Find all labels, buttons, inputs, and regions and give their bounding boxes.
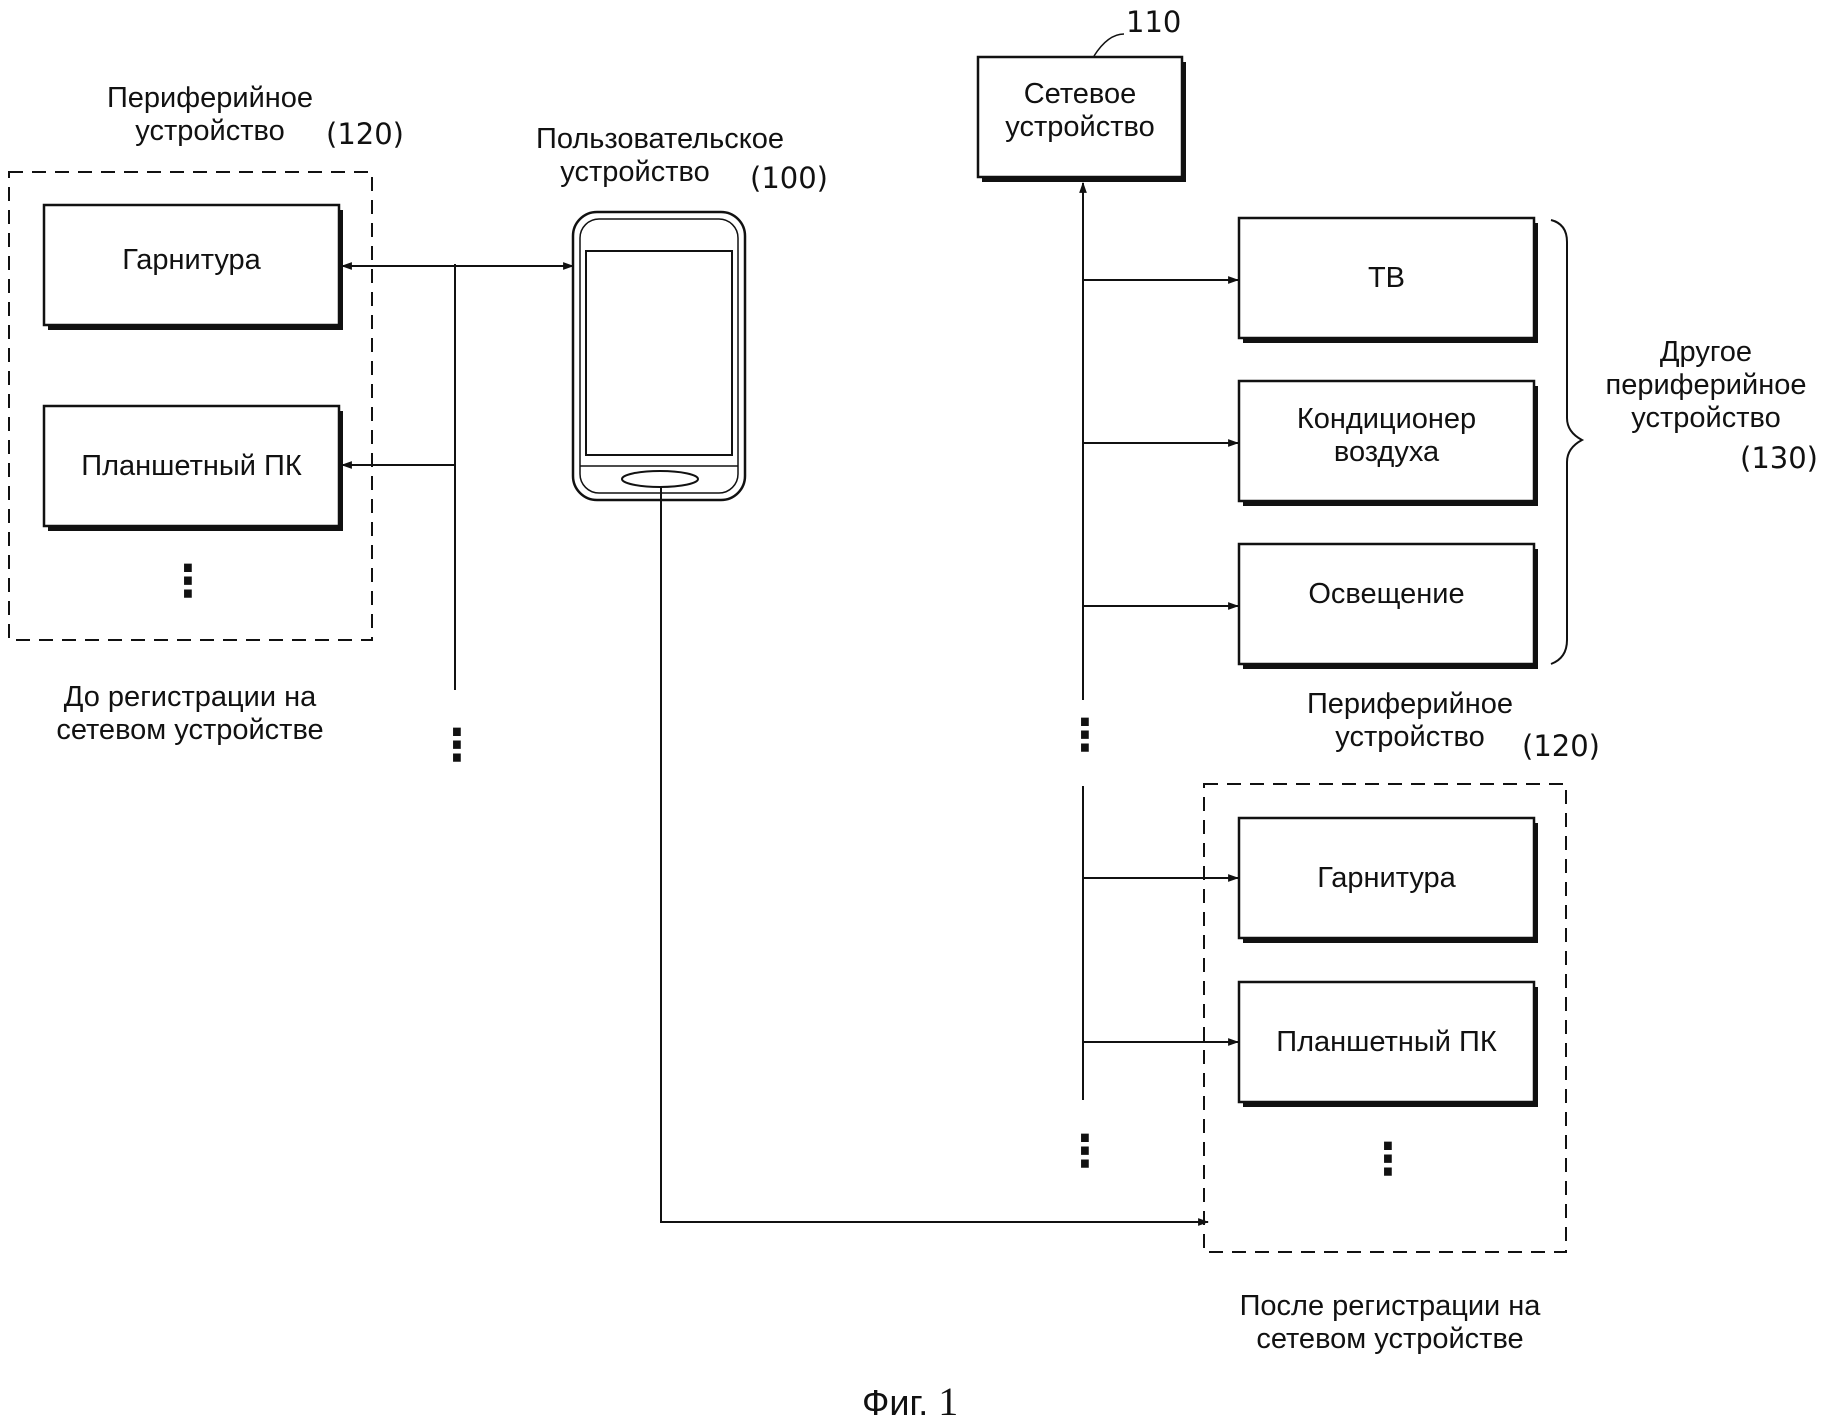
other-group-label-line-3: устройство (1631, 402, 1781, 434)
after-group-ellipsis: ⋮ (1366, 1135, 1410, 1184)
after-tablet-box-frame (1237, 980, 1536, 1104)
network-bus-continuation-lower: ⋮ (1063, 1127, 1107, 1176)
after-headset-box: Гарнитура (1239, 818, 1534, 938)
lighting-label: Освещение (1308, 577, 1465, 610)
network-device-box-frame (976, 55, 1184, 179)
aircon-label-line-2: воздуха (1333, 436, 1440, 468)
tv-label: ТВ (1367, 261, 1406, 294)
after-tablet-box: Планшетный ПК (1239, 982, 1534, 1102)
other-peripherals-brace (1550, 219, 1585, 665)
after-tablet-label: Планшетный ПК (1276, 1025, 1497, 1058)
network-device-ref-leader (1093, 33, 1125, 57)
aircon-box-frame (1237, 379, 1536, 503)
after-registration-group-border (1203, 783, 1567, 1253)
after-caption-line-1: После регистрации на (1239, 1290, 1541, 1322)
after-caption-line-2: сетевом устройстве (1256, 1323, 1524, 1355)
before-group-ref: (120) (326, 117, 404, 151)
network-device-label-line-1: Сетевое (1023, 78, 1137, 110)
figure-caption-number: 1 (938, 1379, 959, 1424)
smartphone-icon (571, 210, 747, 502)
after-group-caption: После регистрации на сетевом устройстве (1200, 1290, 1580, 1356)
before-caption-line-1: До регистрации на (63, 681, 317, 713)
tv-box-frame (1237, 216, 1536, 340)
after-group-title-line-2: устройство (1335, 721, 1485, 753)
before-registration-group-border (8, 171, 373, 641)
before-group-title-line-1: Периферийное (106, 82, 314, 114)
network-bus-continuation-upper: ⋮ (1063, 711, 1107, 760)
after-group-title: Периферийное устройство (1280, 688, 1540, 754)
user-device-ref: (100) (750, 161, 828, 195)
tv-box: ТВ (1239, 218, 1534, 338)
before-tablet-label: Планшетный ПК (81, 449, 302, 482)
before-tablet-box-frame (42, 404, 341, 528)
figure-caption-prefix: Фиг. (862, 1382, 929, 1423)
before-group-title-line-2: устройство (135, 115, 285, 147)
before-bus-continuation: ⋮ (435, 721, 479, 770)
other-group-ref: (130) (1740, 441, 1818, 475)
before-group-title: Периферийное устройство (80, 82, 340, 148)
lighting-box: Освещение (1239, 544, 1534, 644)
before-headset-box: Гарнитура (44, 205, 339, 315)
before-group-ellipsis: ⋮ (166, 557, 210, 606)
after-group-title-line-1: Периферийное (1306, 688, 1514, 720)
before-headset-label: Гарнитура (122, 243, 261, 276)
aircon-box: Кондиционер воздуха (1239, 381, 1534, 491)
aircon-label-line-1: Кондиционер (1296, 403, 1477, 435)
before-tablet-box: Планшетный ПК (44, 406, 339, 526)
other-group-label: Другое периферийное устройство (1586, 336, 1826, 435)
user-device-label: Пользовательское устройство (495, 123, 825, 189)
after-headset-box-frame (1237, 816, 1536, 940)
network-device-ref: 110 (1126, 5, 1182, 39)
after-headset-label: Гарнитура (1317, 861, 1456, 894)
before-group-caption: До регистрации на сетевом устройстве (20, 681, 360, 747)
other-group-label-line-2: периферийное (1605, 369, 1807, 401)
after-group-ref: (120) (1522, 729, 1600, 763)
other-group-label-line-1: Другое (1659, 336, 1753, 368)
before-headset-box-frame (42, 203, 341, 327)
lighting-box-frame (1237, 542, 1536, 666)
user-device-label-line-2: устройство (560, 156, 710, 188)
before-caption-line-2: сетевом устройстве (56, 714, 324, 746)
network-device-box: Сетевое устройство (978, 57, 1182, 165)
figure-caption: Фиг. 1 (862, 1382, 958, 1423)
network-device-label-line-2: устройство (1005, 111, 1155, 143)
user-device-label-line-1: Пользовательское (536, 123, 784, 155)
